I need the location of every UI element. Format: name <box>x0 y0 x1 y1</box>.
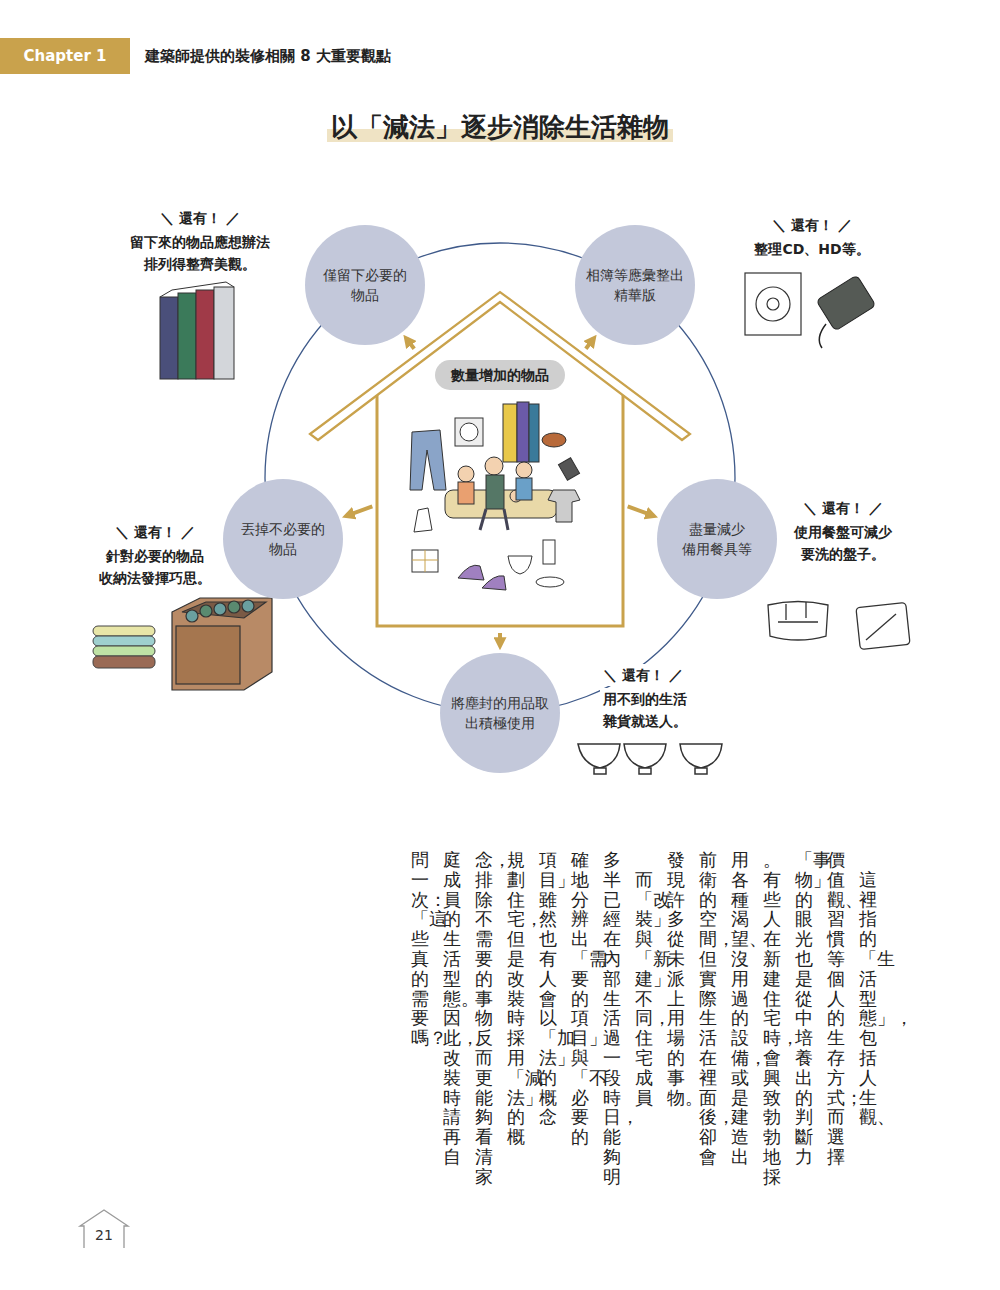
callout-marker: ＼ 還有！ ／ <box>112 521 198 543</box>
text-column: 問一次：「這些真的需要嗎？」 <box>411 850 429 1048</box>
node-label: 將塵封的用品取 出積極使用 <box>449 693 551 733</box>
text-column: 「事物」的眼光也是從中培養出的判斷力 <box>795 850 813 1167</box>
step-circle: 相簿等應彙整出 精華版 <box>575 225 695 345</box>
cd-figure <box>745 273 801 335</box>
text-column: 多半已經在內部生活過一段時日，能夠明 <box>603 850 621 1187</box>
plates-figure <box>768 602 910 650</box>
page-number: 21 <box>95 1224 113 1246</box>
callout-note: 用不到的生活 雜貨就送人。 <box>600 688 694 732</box>
step-circle: 僅留下必要的 物品 <box>305 225 425 345</box>
text-column: 這裡指的「生活型態」，包括人生觀、 <box>859 870 877 1127</box>
callout-marker: ＼ 還有！ ／ <box>800 497 886 519</box>
page-title: 以「減法」逐步消除生活雜物 <box>327 112 673 142</box>
node-label: 丟掉不必要的 物品 <box>239 519 327 559</box>
walls <box>377 395 623 626</box>
bowls-figure <box>578 744 722 774</box>
page-number-icon <box>80 1210 128 1248</box>
flow-arrow <box>407 339 415 349</box>
node-label: Chapter 1 <box>24 47 107 65</box>
step-circle: 丟掉不必要的 物品 <box>223 479 343 599</box>
household-items <box>410 402 580 590</box>
text-column: 前衛的空間，但實際生活在裡面後，卻會 <box>699 850 717 1167</box>
callout-note: 整理CD、HD等。 <box>751 238 872 260</box>
text-column: 念，排除不需要的事物反而更能夠看清家 <box>475 850 493 1187</box>
title-row: 以「減法」逐步消除生活雜物 <box>0 110 1000 145</box>
chapter-tab: Chapter 1 <box>0 38 130 74</box>
text-column: 發現許多從未派上用場的事物。 <box>667 850 685 1107</box>
flow-arrow <box>586 339 594 349</box>
clothes-figure <box>93 626 155 668</box>
text-column: 規劃住宅，但是改裝時採用「減法」的概 <box>507 850 525 1147</box>
text-column: 確地分辨出「需要的項目」與「不必要的 <box>571 850 589 1147</box>
text-column: 項目」。雖然也有人會以「加法」的概念 <box>539 850 557 1127</box>
callout-marker: ＼ 還有！ ／ <box>600 664 686 686</box>
group-label: 數量增加的物品 <box>435 360 565 390</box>
callout-note: 針對必要的物品 收納法發揮巧思。 <box>94 545 216 589</box>
step-circle: 盡量減少 備用餐具等 <box>657 479 777 599</box>
step-circle: 將塵封的用品取 出積極使用 <box>440 653 560 773</box>
callout-note: 留下來的物品應想辦法 排列得整齊美觀。 <box>125 231 275 275</box>
text-column: 用各種渴望、沒用過的設備，或是建造出 <box>731 850 749 1167</box>
text-column: 價值觀、習慣等個人的生存方式；而選擇 <box>827 850 845 1167</box>
callout-note: 使用餐盤可減少 要洗的盤子。 <box>789 521 897 565</box>
books-figure <box>160 282 234 379</box>
chapter-heading: 建築師提供的裝修相關 8 大重要觀點 <box>145 45 391 67</box>
text-column: 庭成員的生活型態。因此，改裝時請再自 <box>443 850 461 1167</box>
text-column: 而「改裝」與「新建」不同，住宅成員 <box>635 870 653 1108</box>
callout-marker: ＼ 還有！ ／ <box>157 207 243 229</box>
flow-arrow <box>498 633 502 645</box>
hard-disk-figure <box>816 275 876 348</box>
callout-marker: ＼ 還有！ ／ <box>769 214 855 236</box>
node-label: 相簿等應彙整出 精華版 <box>584 265 686 305</box>
node-label: 僅留下必要的 物品 <box>321 265 409 305</box>
drawer-figure <box>172 598 272 690</box>
flow-arrow <box>347 506 372 515</box>
text-column: 。有些人在新建住宅時，會興致勃勃地採 <box>763 850 781 1187</box>
flow-arrow <box>628 506 653 515</box>
node-label: 盡量減少 備用餐具等 <box>680 519 754 559</box>
